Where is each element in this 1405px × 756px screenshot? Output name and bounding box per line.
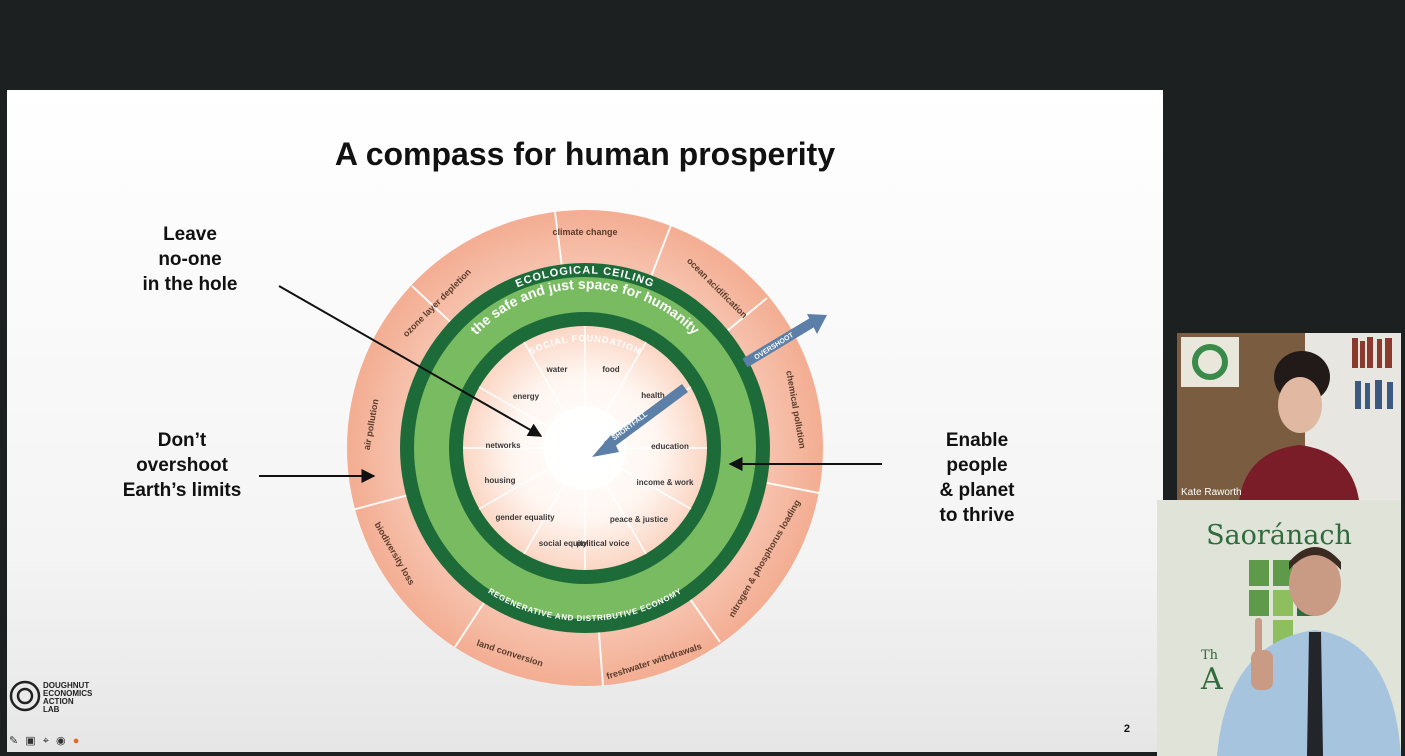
interpreter-video-tile[interactable]: Saoránach Th A [1157, 500, 1401, 756]
record-icon[interactable]: ● [72, 735, 80, 747]
shortfall-arrow-shaft [604, 383, 688, 451]
slide-title: A compass for human prosperity [334, 136, 836, 172]
label-networks: networks [485, 441, 521, 450]
speaker-name-label: Kate Raworth [1181, 487, 1242, 498]
label-social-equity: social equity [539, 539, 588, 548]
globe-icon[interactable]: ◉ [56, 735, 66, 747]
inner-labels: water food health education income & wor… [484, 365, 694, 548]
banner-fragment-small: Th [1201, 648, 1219, 663]
label-education: education [651, 442, 689, 451]
label-leave-no-one: Leave no-one in the hole [142, 224, 238, 295]
label-climate-change: climate change [552, 227, 617, 237]
interpreter-video-image [1157, 500, 1401, 756]
label-health: health [641, 391, 665, 400]
label-enable-people: Enable people & planet to thrive [939, 430, 1015, 526]
pen-icon[interactable]: ✎ [9, 735, 19, 747]
label-income-work: income & work [637, 478, 694, 487]
presenter-toolbar: ✎ ▣ ⌖ ◉ ● [9, 734, 83, 748]
presentation-slide: A compass for human prosperity Leave no-… [7, 90, 1163, 752]
speaker-video-image [1177, 333, 1401, 500]
doughnut-logo-icon [9, 680, 41, 712]
label-dont-overshoot: Don’t overshoot Earth’s limits [122, 430, 242, 501]
label-water: water [546, 365, 568, 374]
top-black-bar [0, 0, 1405, 90]
overshoot-arrow-shaft [742, 317, 816, 368]
label-food: food [602, 365, 619, 374]
shortfall-arrow-head [592, 435, 619, 457]
label-gender-equality: gender equality [495, 513, 555, 522]
banner-fragment-large: A [1201, 662, 1223, 697]
center-white [543, 406, 627, 490]
label-housing: housing [484, 476, 515, 485]
label-energy: energy [513, 392, 540, 401]
doughnut-lab-logo: DOUGHNUT ECONOMICS ACTION LAB [9, 680, 149, 750]
overshoot-arrow-head [807, 314, 827, 334]
pointer-icon[interactable]: ⌖ [42, 735, 49, 747]
screen-icon[interactable]: ▣ [25, 735, 36, 747]
label-peace-justice: peace & justice [610, 515, 669, 524]
doughnut-diagram: ECOLOGICAL CEILING the safe and just spa… [259, 210, 882, 687]
speaker-video-tile[interactable]: Kate Raworth [1177, 333, 1401, 500]
page-number: 2 [1123, 723, 1130, 735]
arrow-leave-no-one [278, 285, 543, 437]
interpreter-banner-text: Saoránach [1206, 520, 1352, 551]
logo-text: DOUGHNUT ECONOMICS ACTION LAB [43, 681, 93, 714]
label-political-voice: political voice [577, 539, 630, 548]
